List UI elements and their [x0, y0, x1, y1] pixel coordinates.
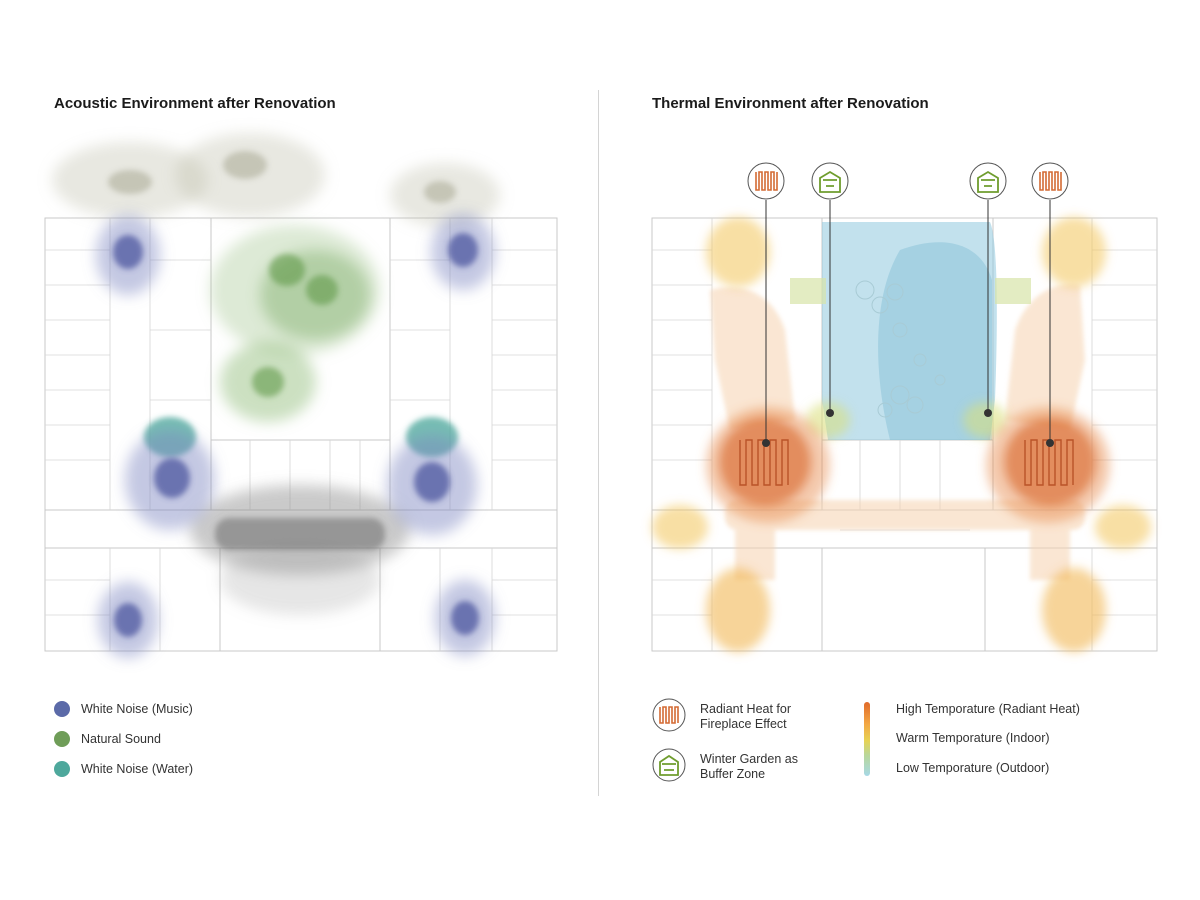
cold-courtyard	[822, 222, 997, 440]
legend-water-label: White Noise (Water)	[81, 762, 194, 776]
water-swatch	[54, 761, 70, 777]
winter-garden-icon	[969, 162, 1007, 200]
temperature-gradient-bar	[864, 702, 870, 776]
thermal-panel: Thermal Environment after Renovation	[600, 0, 1200, 900]
courtyard-trees	[855, 280, 946, 418]
natural-sound-swatch	[54, 731, 70, 747]
callout-lines	[765, 200, 1051, 443]
legend-winter-garden-label: Winter Garden as Buffer Zone	[700, 752, 798, 781]
legend-natural-sound: Natural Sound	[54, 731, 161, 747]
acoustic-floor-plan	[44, 133, 558, 658]
radiant-heat-icon	[652, 698, 686, 732]
legend-low-temp-label: Low Temporature (Outdoor)	[896, 761, 1050, 775]
legend-water: White Noise (Water)	[54, 761, 193, 777]
legend-music-label: White Noise (Music)	[81, 702, 193, 716]
panel-divider	[598, 90, 599, 796]
radiant-heat-icon	[1031, 162, 1069, 200]
natural-sound-zones	[210, 225, 380, 422]
warm-indoor-zones	[652, 217, 1151, 652]
legend-warm-temp-label: Warm Temporature (Indoor)	[896, 731, 1050, 745]
noise-cores	[108, 151, 456, 550]
legend-radiant-heat-label: Radiant Heat for Fireplace Effect	[700, 702, 792, 731]
radiant-coils	[739, 439, 1074, 486]
acoustic-title: Acoustic Environment after Renovation	[54, 95, 336, 112]
winter-garden-buffers	[790, 278, 1031, 304]
legend-high-temp-label: High Temporature (Radiant Heat)	[896, 702, 1080, 716]
acoustic-panel: Acoustic Environment after Renovation	[44, 95, 558, 777]
callout-dots	[762, 409, 1054, 447]
thermal-floor-plan	[651, 162, 1158, 652]
thermal-title: Thermal Environment after Renovation	[652, 95, 929, 112]
legend-natural-sound-label: Natural Sound	[81, 732, 161, 746]
winter-garden-icon	[652, 748, 686, 782]
music-noise-cores	[113, 233, 479, 637]
legend-music: White Noise (Music)	[54, 701, 193, 717]
music-swatch	[54, 701, 70, 717]
winter-garden-icon	[811, 162, 849, 200]
radiant-heat-icon	[747, 162, 785, 200]
natural-sound-cores	[252, 254, 338, 397]
